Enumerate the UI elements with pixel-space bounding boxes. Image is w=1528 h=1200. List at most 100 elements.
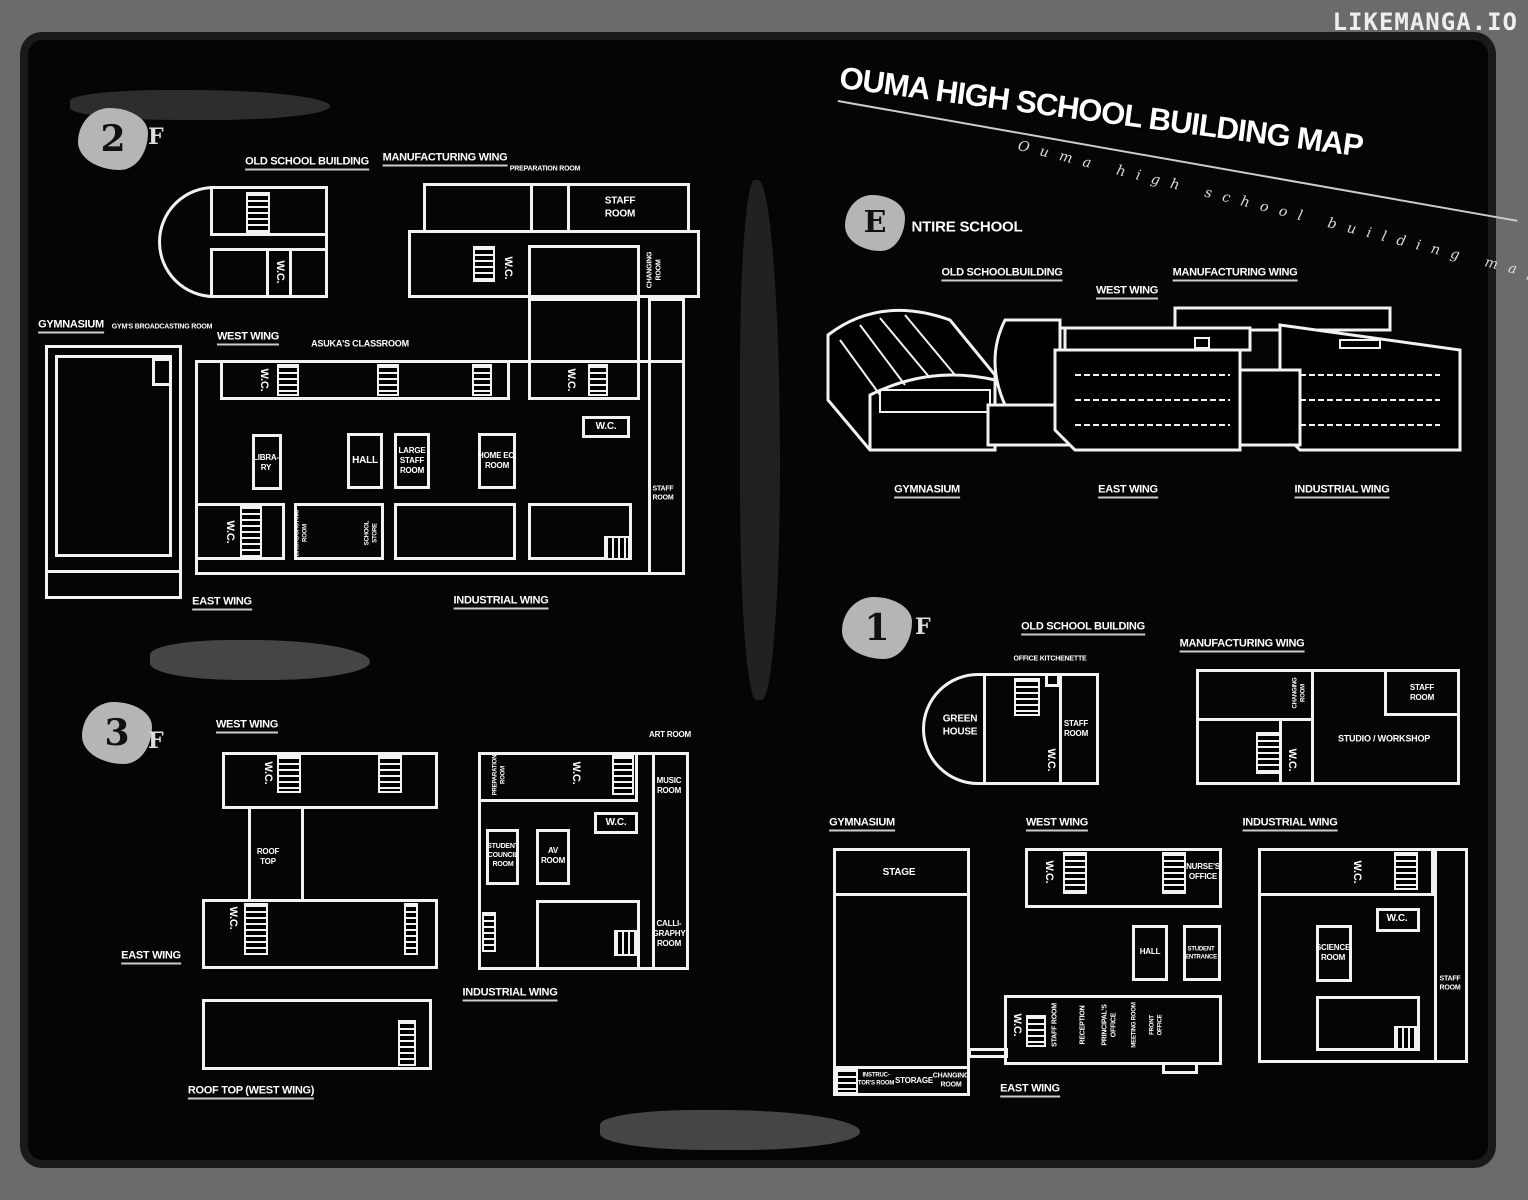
- room: [528, 245, 640, 298]
- room-label-staff: STAFF ROOM: [652, 485, 674, 501]
- room-label-preparation: PREPARATION ROOM: [492, 754, 507, 796]
- label-manufacturing-wing: MANUFACTURING WING: [382, 152, 508, 167]
- room-label-gym-broadcasting: GYM'S BROADCASTING ROOM: [111, 323, 213, 331]
- stairs: [472, 364, 492, 396]
- room-label-front-office: FRONT OFFICE: [1149, 1014, 1164, 1036]
- room-label-art-room: ART ROOM: [649, 730, 691, 739]
- room-label-changing: CHANGING ROOM: [1292, 677, 1307, 709]
- room: [1316, 996, 1420, 1051]
- room-label-staff: STAFF ROOM: [1409, 683, 1435, 702]
- room: [582, 416, 630, 438]
- room-label-wc: W.C.: [1042, 860, 1055, 884]
- label-east-wing: EAST WING: [121, 950, 181, 965]
- stairs: [244, 903, 268, 955]
- room-label-staff: STAFF ROOM: [604, 195, 636, 220]
- room-label-wc: W.C.: [261, 761, 274, 785]
- room-label-wc: W.C.: [1285, 748, 1298, 772]
- room: [486, 829, 519, 885]
- stairs: [588, 364, 608, 396]
- room-label-principals-office: PRINCIPAL'S OFFICE: [1101, 1004, 1117, 1046]
- room: [528, 298, 640, 400]
- label-old-school-building: OLD SCHOOL BUILDING: [245, 156, 369, 171]
- label-gymnasium: GYMNASIUM: [829, 817, 895, 832]
- room: [594, 812, 638, 834]
- room: [1376, 908, 1420, 932]
- floor-suffix: F: [148, 728, 164, 754]
- old-school-building: [993, 318, 1062, 407]
- stairs: [612, 755, 634, 795]
- room: [1279, 718, 1314, 785]
- room-label-science: SCIENCE ROOM: [1315, 943, 1351, 962]
- room-label-studio-workshop: STUDIO / WORKSHOP: [1337, 733, 1431, 744]
- label-east-wing: EAST WING: [1098, 484, 1158, 499]
- stairs: [604, 536, 630, 560]
- stairs: [614, 930, 638, 956]
- room-label-wc: W.C.: [1044, 748, 1057, 772]
- west-wing: [1063, 326, 1252, 352]
- room-label-home-ec: HOME EC. ROOM: [478, 451, 516, 470]
- room: [152, 358, 172, 386]
- manufacturing-wing-outline: [1196, 669, 1460, 785]
- room: [536, 900, 640, 970]
- room-label-wc: W.C.: [273, 260, 286, 284]
- room: [222, 752, 438, 809]
- label-west-wing: WEST WING: [216, 331, 279, 346]
- room-label-hall: HALL: [1139, 947, 1161, 956]
- section-badge: E: [845, 195, 905, 251]
- east-wing-offices: [1004, 995, 1222, 1065]
- room: [252, 434, 282, 490]
- stairs: [836, 1068, 858, 1094]
- room-label-wc: W.C.: [257, 368, 270, 392]
- west-wing-classrooms: [220, 360, 510, 400]
- room-label-staff-room: STAFF ROOM: [1051, 1003, 1059, 1047]
- room-label-wc: W.C.: [569, 761, 582, 785]
- room: [294, 503, 384, 560]
- room-label-av-room: AV ROOM: [540, 846, 566, 865]
- floor-suffix: F: [915, 614, 931, 640]
- room-label-staff: STAFF ROOM: [1439, 975, 1461, 991]
- room: [347, 433, 383, 489]
- stairs: [404, 903, 418, 955]
- school-3d-drawing: [826, 306, 1462, 452]
- floor-badge: 2: [78, 108, 148, 170]
- room-label-office-kitchenette: OFFICE KITCHENETTE: [1013, 655, 1087, 663]
- stairs: [1394, 1026, 1418, 1050]
- room-label-reception: RECEPTION: [1079, 1005, 1087, 1045]
- room-label-wc: W.C.: [501, 256, 514, 280]
- stairs: [277, 364, 299, 396]
- label-old-school-building: OLD SCHOOL BUILDING: [1021, 621, 1145, 636]
- gym-floor: [55, 355, 172, 557]
- room-label-stage: STAGE: [882, 866, 916, 878]
- stairs: [1162, 852, 1186, 894]
- room-label-wc: W.C.: [564, 368, 577, 392]
- room: [1183, 925, 1221, 981]
- room: [478, 752, 638, 802]
- stage: [833, 848, 970, 896]
- label-east-wing: EAST WING: [1000, 1083, 1060, 1098]
- corridor: [968, 1048, 1008, 1058]
- room: [45, 570, 182, 599]
- room-label-asukas-classroom: ASUKA'S CLASSROOM: [311, 338, 409, 349]
- stairs: [277, 755, 301, 793]
- label-old-school-building: OLD SCHOOLBUILDING: [941, 267, 1063, 282]
- stairs: [1026, 1015, 1046, 1047]
- label-gymnasium: GYMNASIUM: [894, 484, 960, 499]
- room-label-preparation: PREPARATION ROOM: [509, 165, 581, 173]
- room-label-large-staff: LARGE STAFF ROOM: [398, 446, 426, 475]
- room-label-staff: STAFF ROOM: [1063, 719, 1089, 738]
- room: [266, 248, 292, 298]
- room: [1196, 669, 1314, 721]
- label-west-wing: WEST WING: [215, 719, 278, 734]
- room-label-calligraphy: CALLI- GRAPHY ROOM: [652, 919, 686, 948]
- room-label-green-house: GREEN HOUSE: [942, 713, 978, 738]
- room: [202, 899, 438, 969]
- stairs: [1014, 678, 1040, 716]
- stairs: [246, 192, 270, 234]
- room-label-changing: CHANGING ROOM: [646, 251, 662, 289]
- room: [394, 503, 516, 560]
- entrance-step: [1162, 1062, 1198, 1074]
- room-label-student-council: STUDENT COUNCIL ROOM: [487, 842, 519, 868]
- stairs: [377, 364, 399, 396]
- room: [478, 433, 516, 489]
- room-label-meeting-room: MEETING ROOM: [1131, 1002, 1138, 1048]
